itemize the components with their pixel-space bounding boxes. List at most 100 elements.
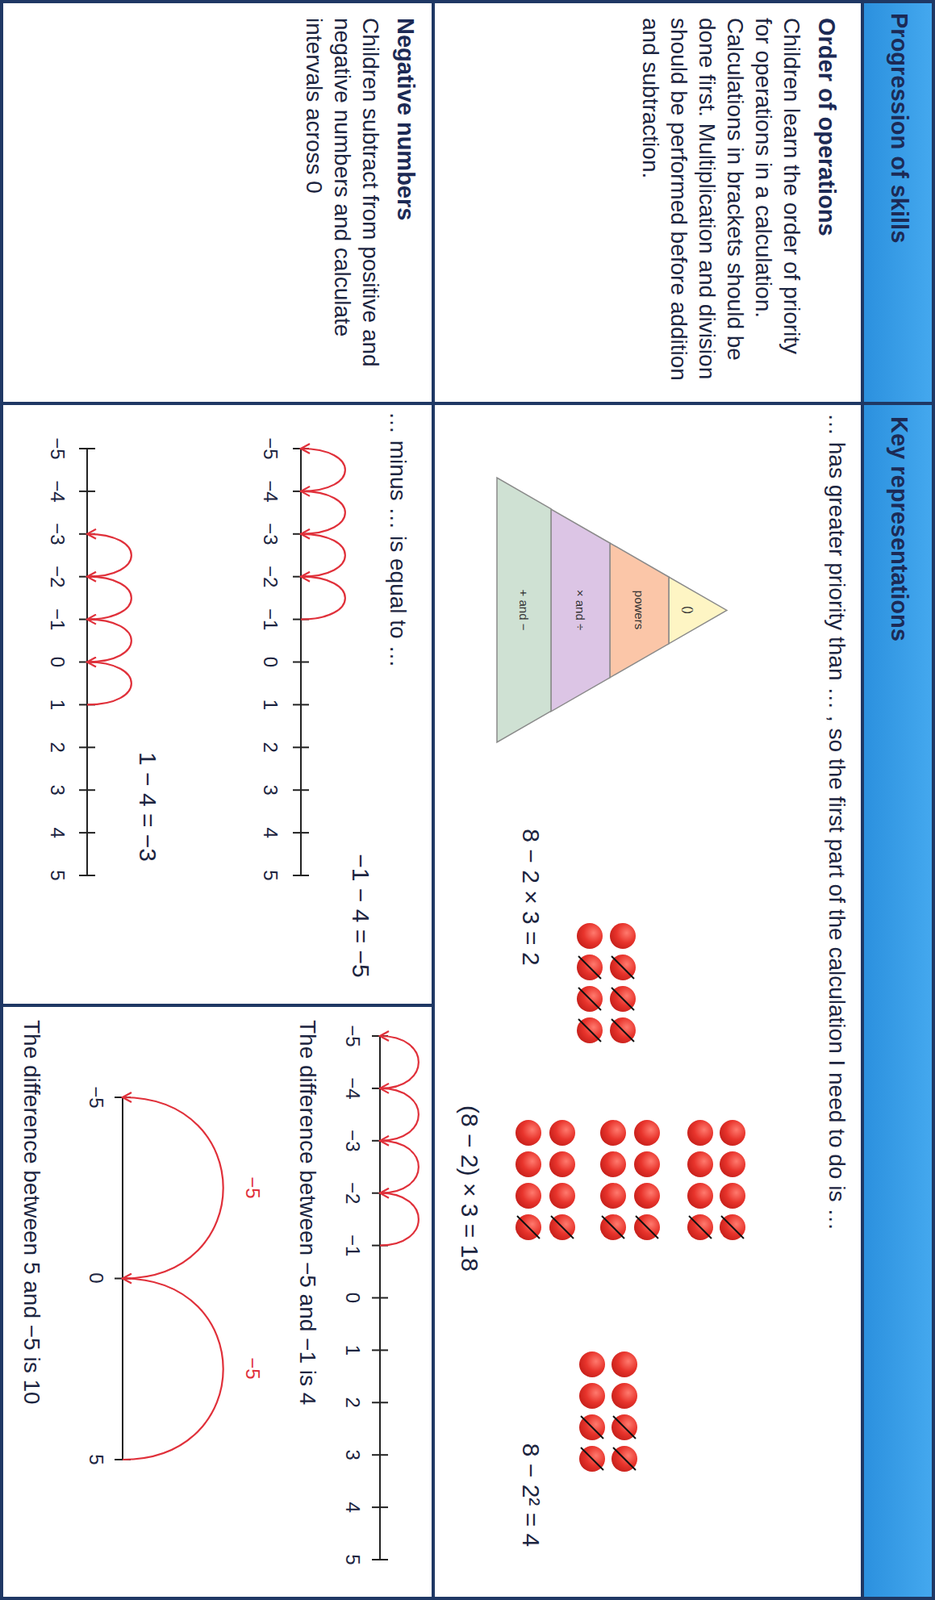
tick-label: −3 xyxy=(258,522,282,545)
counter xyxy=(549,1182,576,1209)
tick-label: −4 xyxy=(258,480,282,502)
counter xyxy=(576,985,603,1012)
cross-out xyxy=(550,1215,574,1239)
counter xyxy=(515,1182,542,1209)
counter xyxy=(611,1445,638,1472)
pyramid-band: + and − xyxy=(496,477,551,743)
band-label: × and ÷ xyxy=(573,589,588,631)
counter xyxy=(579,1445,606,1472)
counter xyxy=(687,1182,714,1209)
jump-arc xyxy=(87,619,132,663)
jump-arc xyxy=(379,1193,419,1246)
jump-arc xyxy=(87,576,132,620)
tick-mark xyxy=(292,661,309,664)
equation: 8 − 2² = 4 xyxy=(517,1443,546,1547)
tick-label: −3 xyxy=(341,1129,364,1152)
tick-mark xyxy=(292,746,309,748)
counter xyxy=(549,1119,576,1146)
tick-label: −2 xyxy=(341,1181,364,1204)
counter xyxy=(515,1151,542,1178)
tick-label: −1 xyxy=(258,608,282,631)
counter xyxy=(579,1351,606,1378)
cross-out xyxy=(688,1215,712,1239)
tick-label: −4 xyxy=(45,480,69,502)
tick-label: 2 xyxy=(258,742,282,753)
tick-mark xyxy=(79,788,96,791)
skill-cell: Order of operationsChildren learn the or… xyxy=(433,0,863,404)
pyramid-band: () xyxy=(668,576,727,644)
tick-label: 3 xyxy=(341,1449,364,1461)
counter xyxy=(609,985,636,1012)
tick-label: −1 xyxy=(341,1234,364,1257)
cross-out xyxy=(578,987,602,1011)
tick-label: 5 xyxy=(341,1553,364,1565)
tick-mark xyxy=(371,1348,389,1351)
skill-heading: Negative numbers xyxy=(391,17,421,386)
jump-arc xyxy=(122,1278,224,1461)
equation: 8 − 2 × 3 = 2 xyxy=(517,828,546,965)
jump-arc xyxy=(300,534,346,577)
counter xyxy=(576,1017,603,1044)
equation: 1 − 4 = −3 xyxy=(133,751,163,862)
counter xyxy=(687,1214,714,1240)
band-fill xyxy=(550,509,610,712)
cross-out xyxy=(613,1415,636,1439)
counter xyxy=(611,1351,638,1378)
counter xyxy=(634,1182,660,1209)
counter xyxy=(719,1119,746,1146)
representation-cell: The difference between −5 and −1 is 4The… xyxy=(0,1005,434,1600)
tick-mark xyxy=(79,746,96,748)
cross-out xyxy=(578,955,602,979)
counter xyxy=(515,1214,542,1240)
counter xyxy=(687,1151,714,1178)
jump-arc xyxy=(379,1140,419,1194)
counter xyxy=(576,954,603,981)
header-bar xyxy=(862,0,935,1600)
tick-label: 5 xyxy=(258,869,282,881)
tick-mark xyxy=(79,447,96,450)
table-rule xyxy=(860,1,865,1599)
counter xyxy=(609,922,636,949)
counter xyxy=(719,1151,746,1178)
counter xyxy=(549,1214,576,1240)
skill-cell: Negative numbersChildren subtract from p… xyxy=(0,0,434,404)
tick-label: −1 xyxy=(45,608,69,631)
jump-arc xyxy=(300,491,346,535)
tick-label: 3 xyxy=(45,784,69,796)
cell-text: The difference between −5 and −1 is 4 xyxy=(294,1019,321,1405)
table-rule xyxy=(1,401,934,405)
tick-label: 0 xyxy=(45,656,69,668)
jump-label: −5 xyxy=(241,1176,264,1198)
skill-heading: Order of operations xyxy=(812,17,842,386)
header-cell: Key representations xyxy=(862,403,935,1600)
jump-arc xyxy=(379,1035,419,1089)
tick-mark xyxy=(79,831,96,834)
tick-label: 3 xyxy=(258,784,282,796)
counter xyxy=(576,922,603,949)
tick-label: −5 xyxy=(341,1024,364,1047)
counter xyxy=(600,1214,627,1240)
counter xyxy=(579,1414,606,1441)
cross-out xyxy=(611,1018,635,1042)
jump-arc xyxy=(87,662,132,706)
counter xyxy=(579,1382,606,1409)
jump-arc xyxy=(122,1097,224,1279)
tick-mark xyxy=(79,490,96,493)
jump-arc xyxy=(379,1088,419,1141)
cell-text: … has greater priority than … , so the f… xyxy=(823,413,850,1231)
tick-mark xyxy=(292,874,309,877)
tick-mark xyxy=(371,1297,389,1299)
counter xyxy=(687,1119,714,1146)
cross-out xyxy=(580,1447,604,1470)
counter xyxy=(600,1151,627,1178)
tick-mark xyxy=(292,703,309,706)
tick-mark xyxy=(79,874,96,877)
tick-label: 5 xyxy=(45,869,69,881)
tick-label: 2 xyxy=(45,742,69,753)
tick-mark xyxy=(371,1453,389,1456)
tick-label: −2 xyxy=(45,565,69,588)
band-fill xyxy=(668,576,727,644)
tick-label: 5 xyxy=(84,1453,108,1465)
cell-text: Progression of skills xyxy=(885,12,913,243)
band-label: + and − xyxy=(517,589,531,631)
